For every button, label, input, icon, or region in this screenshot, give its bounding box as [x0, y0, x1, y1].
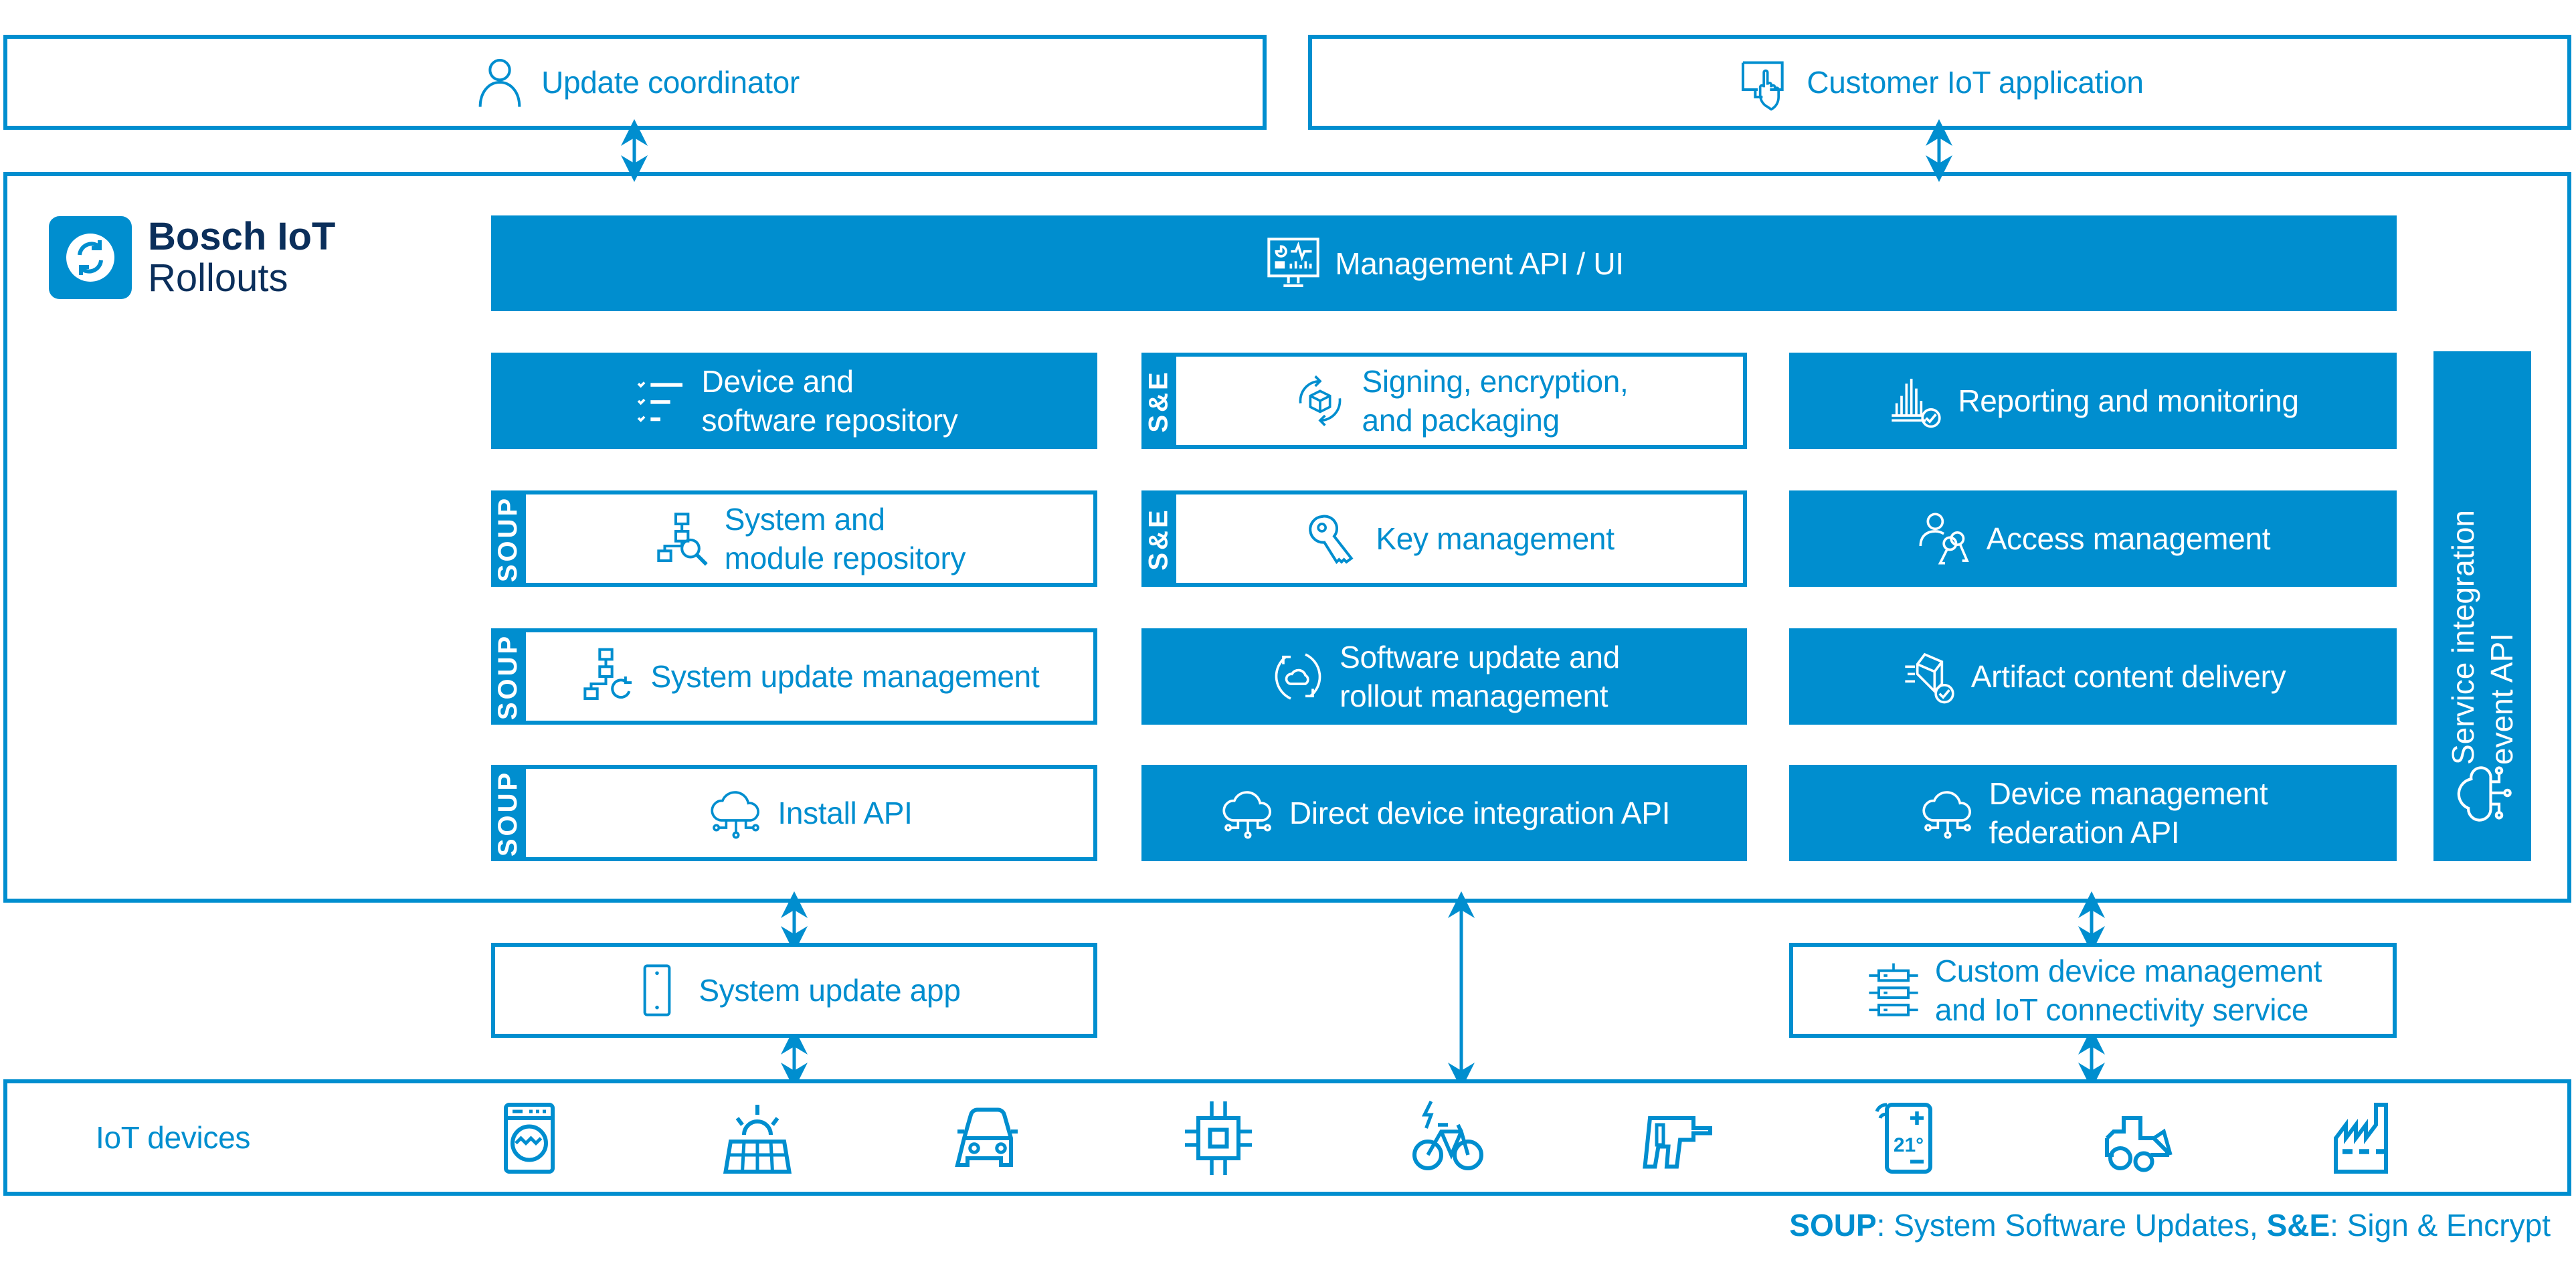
cloud-connector-icon	[2449, 753, 2516, 833]
chip-icon	[1178, 1098, 1259, 1178]
module-label-line1: Artifact content delivery	[1970, 659, 2286, 694]
cloud-refresh-icon	[1269, 647, 1327, 706]
brand-logo: Bosch IoT Rollouts	[49, 216, 335, 299]
smartphone-icon	[628, 961, 686, 1020]
customer-iot-application-label: Customer IoT application	[1807, 65, 2144, 100]
refresh-icon	[49, 216, 132, 299]
module-tag-badge: S&E	[1141, 357, 1176, 445]
brand-title: Bosch IoT	[148, 215, 336, 258]
key-icon	[1305, 509, 1364, 568]
module-label-line2: federation API	[1989, 815, 2180, 850]
module-tag-badge: SOUP	[491, 632, 526, 721]
module-label-line1: System and	[724, 502, 885, 537]
server-rack-icon	[1864, 961, 1923, 1020]
module-label-line1: Software update and	[1340, 640, 1620, 674]
module-label-line1: System update management	[650, 659, 1040, 694]
system-update-app-box[interactable]: System update app	[491, 943, 1097, 1038]
update-coordinator-label: Update coordinator	[541, 65, 800, 100]
module-label-line2: and packaging	[1362, 403, 1560, 438]
iot-devices-label: IoT devices	[96, 1120, 251, 1155]
cloud-connector-icon	[1218, 784, 1277, 842]
cloud-connector-icon	[707, 784, 765, 842]
module-col1-row2[interactable]: SOUP System and module repository	[491, 490, 1097, 587]
module-col1-row4[interactable]: SOUP Install API	[491, 765, 1097, 861]
custom-device-management-box[interactable]: Custom device management and IoT connect…	[1789, 943, 2397, 1038]
module-label-line1: Reporting and monitoring	[1958, 383, 2299, 418]
cloud-connector-icon	[1918, 784, 1977, 842]
tractor-icon	[2097, 1098, 2177, 1178]
module-tag-badge: SOUP	[491, 769, 526, 857]
module-col3-row3[interactable]: Artifact content delivery	[1789, 628, 2397, 725]
module-label-line2: software repository	[701, 403, 958, 438]
washing-machine-icon	[489, 1098, 569, 1178]
module-col3-row2[interactable]: Access management	[1789, 490, 2397, 587]
hierarchy-refresh-icon	[580, 647, 639, 706]
custom-dm-line1: Custom device management	[1934, 954, 2322, 988]
iot-devices-bar: IoT devices	[3, 1079, 2571, 1196]
module-tag-badge: S&E	[1141, 494, 1176, 583]
module-col1-row1[interactable]: Device and software repository	[491, 353, 1097, 449]
module-col2-row4[interactable]: Direct device integration API	[1141, 765, 1747, 861]
module-label-line1: Access management	[1986, 521, 2271, 556]
box-delivery-check-icon	[1900, 647, 1959, 706]
legend-se-abbr: S&E	[2266, 1208, 2330, 1243]
module-col3-row1[interactable]: Reporting and monitoring	[1789, 353, 2397, 449]
module-label-line2: module repository	[724, 541, 966, 575]
service-integration-event-api[interactable]: Service integration event API	[2433, 351, 2531, 861]
legend-footnote: SOUP: System Software Updates, S&E: Sign…	[1789, 1207, 2551, 1243]
legend-soup-abbr: SOUP	[1789, 1208, 1877, 1243]
user-keys-icon	[1916, 509, 1974, 568]
service-api-line1: Service integration	[2446, 510, 2480, 765]
module-col1-row3[interactable]: SOUP System update management	[491, 628, 1097, 725]
update-coordinator-box[interactable]: Update coordinator	[3, 35, 1267, 130]
system-update-app-label: System update app	[699, 973, 961, 1008]
legend-soup-text: : System Software Updates,	[1876, 1208, 2267, 1243]
e-bike-icon	[1408, 1098, 1488, 1178]
module-label-line1: Signing, encryption,	[1362, 364, 1629, 399]
hierarchy-search-icon	[654, 509, 713, 568]
module-col2-row3[interactable]: Software update and rollout management	[1141, 628, 1747, 725]
management-api-ui-label: Management API / UI	[1335, 246, 1624, 281]
checklist-icon	[631, 371, 690, 430]
custom-dm-line2: and IoT connectivity service	[1934, 992, 2309, 1027]
module-tag-badge: SOUP	[491, 494, 526, 583]
module-label-line1: Key management	[1376, 521, 1615, 556]
power-drill-icon	[1637, 1098, 1717, 1178]
service-api-line2: event API	[2484, 633, 2519, 765]
module-label-line1: Direct device integration API	[1289, 796, 1671, 830]
solar-panel-icon	[717, 1098, 798, 1178]
factory-icon	[2326, 1098, 2406, 1178]
module-label-line2: rollout management	[1340, 679, 1608, 713]
chart-check-icon	[1887, 371, 1946, 430]
module-label-line1: Install API	[777, 796, 913, 830]
thermostat-icon	[1867, 1098, 1947, 1178]
module-label-line1: Device management	[1989, 776, 2268, 811]
car-icon	[947, 1098, 1028, 1178]
brand-subtitle: Rollouts	[148, 256, 288, 300]
module-col2-row2[interactable]: S&E Key management	[1141, 490, 1747, 587]
module-col3-row4[interactable]: Device management federation API	[1789, 765, 2397, 861]
module-col2-row1[interactable]: S&E Signing, encryption, and packaging	[1141, 353, 1747, 449]
dashboard-monitor-icon	[1264, 234, 1323, 293]
package-cycle-icon	[1291, 371, 1350, 430]
rollouts-platform-container	[3, 172, 2571, 903]
module-label-line1: Device and	[701, 364, 854, 399]
legend-se-text: : Sign & Encrypt	[2330, 1208, 2551, 1243]
management-api-ui[interactable]: Management API / UI	[491, 215, 2397, 311]
